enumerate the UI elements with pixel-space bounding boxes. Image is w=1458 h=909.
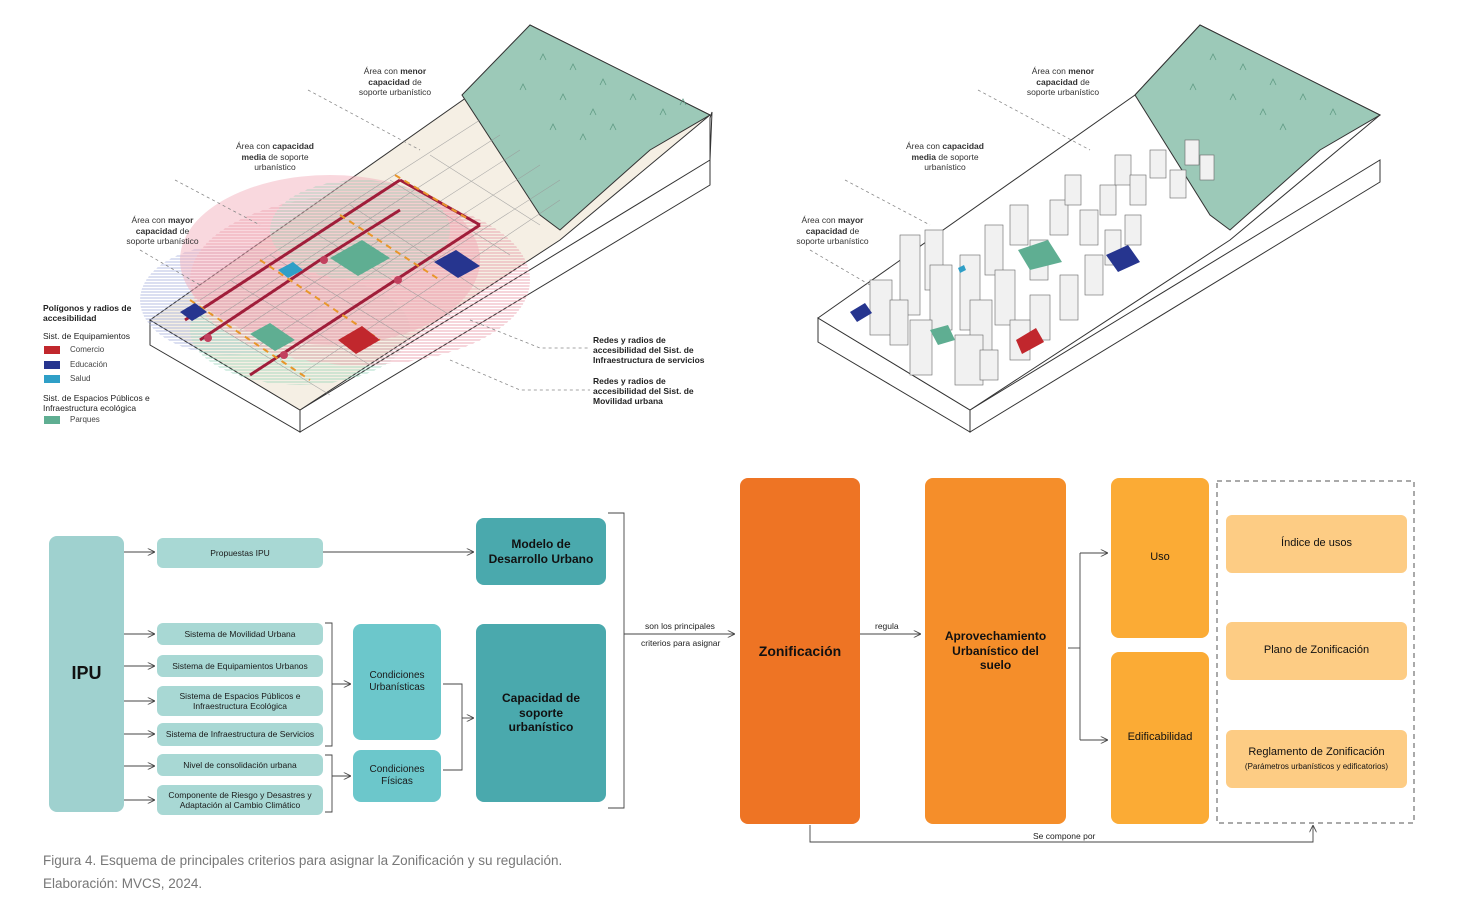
- legend-label-comercio: Comercio: [70, 345, 105, 354]
- zonificacion-box: Zonificación: [740, 478, 860, 824]
- grass-marks: [519, 53, 687, 141]
- r-educacion-1: [850, 303, 872, 322]
- poly-salud: [278, 262, 303, 278]
- flow-connectors: [124, 480, 1415, 843]
- legend-title: Polígonos y radios de accesibilidad: [43, 303, 132, 324]
- se-compone-label: Se compone por: [1033, 831, 1096, 841]
- left-label-menor: Área con menor capacidad de soporte urba…: [358, 66, 432, 98]
- poly-comercio: [338, 326, 380, 354]
- riesgo-box: Componente de Riesgo y Desastres y Adapt…: [157, 785, 323, 815]
- propuestas-ipu-box: Propuestas IPU: [157, 538, 323, 568]
- legend-label-salud: Salud: [70, 374, 91, 383]
- right-label-menor: Área con menor capacidad de soporte urba…: [1026, 66, 1100, 98]
- legend-group-equipamientos: Sist. de Equipamientos: [43, 331, 130, 341]
- network-nodes: [204, 256, 402, 359]
- legend-label-parques: Parques: [70, 415, 100, 424]
- green-hill: [461, 24, 712, 231]
- poly-educacion-2: [434, 250, 480, 278]
- legend-swatch-salud: [44, 375, 60, 383]
- consolidacion-box: Nivel de consolidación urbana: [157, 754, 323, 776]
- condiciones-urbanisticas-box: Condiciones Urbanísticas: [353, 624, 441, 740]
- poly-educacion-1: [180, 303, 207, 321]
- left-isometric-illustration: [139, 24, 713, 433]
- r-parque-1: [1018, 240, 1062, 270]
- espacios-publicos-box: Sistema de Espacios Públicos e Infraestr…: [157, 686, 323, 716]
- regula-label: regula: [875, 621, 899, 631]
- figure-credit: Elaboración: MVCS, 2024.: [43, 876, 203, 891]
- left-label-media: Área con capacidad media de soporte urba…: [236, 141, 314, 173]
- son-label-1: son los principales: [645, 621, 715, 631]
- condiciones-fisicas-box: Condiciones Físicas: [353, 750, 441, 802]
- legend-label-educacion: Educación: [70, 360, 108, 369]
- poly-parque-1: [330, 240, 390, 276]
- equipamientos-box: Sistema de Equipamientos Urbanos: [157, 655, 323, 677]
- reglamento-title: Reglamento de Zonificación: [1248, 746, 1385, 759]
- slab-right-face-r: [969, 159, 1381, 433]
- legend-group-espacios: Sist. de Espacios Públicos e Infraestruc…: [43, 393, 150, 414]
- callout-movilidad: Redes y radios de accesibilidad del Sist…: [593, 376, 694, 407]
- plano-zonificacion-box: Plano de Zonificación: [1226, 622, 1407, 680]
- movilidad-box: Sistema de Movilidad Urbana: [157, 623, 323, 645]
- capacidad-soporte-box: Capacidad de soporte urbanístico: [476, 624, 606, 802]
- legend-swatch-comercio: [44, 346, 60, 354]
- radius-green-2: [270, 180, 450, 280]
- callout-servicios: Redes y radios de accesibilidad del Sist…: [593, 335, 705, 366]
- r-educacion-2: [1106, 245, 1140, 272]
- right-isometric-illustration: [809, 24, 1382, 433]
- son-label-2: criterios para asignar: [641, 638, 721, 648]
- aprovechamiento-box: Aprovechamiento Urbanístico del suelo: [925, 478, 1066, 824]
- poly-parque-2: [250, 323, 295, 351]
- r-parque-2: [930, 325, 955, 345]
- reglamento-subtitle: (Parámetros urbanísticos y edificatorios…: [1244, 762, 1389, 772]
- r-comercio: [1016, 328, 1044, 354]
- legend-swatch-educacion: [44, 361, 60, 369]
- reglamento-box: Reglamento de Zonificación (Parámetros u…: [1226, 730, 1407, 788]
- edificabilidad-box: Edificabilidad: [1111, 652, 1209, 824]
- ipu-box: IPU: [49, 536, 124, 812]
- infraestructura-servicios-box: Sistema de Infraestructura de Servicios: [157, 723, 323, 746]
- figure-caption: Figura 4. Esquema de principales criteri…: [43, 853, 563, 868]
- green-hill-r: [1134, 24, 1382, 231]
- modelo-desarrollo-box: Modelo de Desarrollo Urbano: [476, 518, 606, 585]
- mobility-dashes: [189, 174, 471, 381]
- r-salud: [958, 265, 966, 273]
- indice-usos-box: Índice de usos: [1226, 515, 1407, 573]
- right-label-mayor: Área con mayor capacidad de soporte urba…: [796, 215, 869, 247]
- legend-swatch-parques: [44, 416, 60, 424]
- uso-box: Uso: [1111, 478, 1209, 638]
- right-label-media: Área con capacidad media de soporte urba…: [906, 141, 984, 173]
- left-label-mayor: Área con mayor capacidad de soporte urba…: [126, 215, 199, 247]
